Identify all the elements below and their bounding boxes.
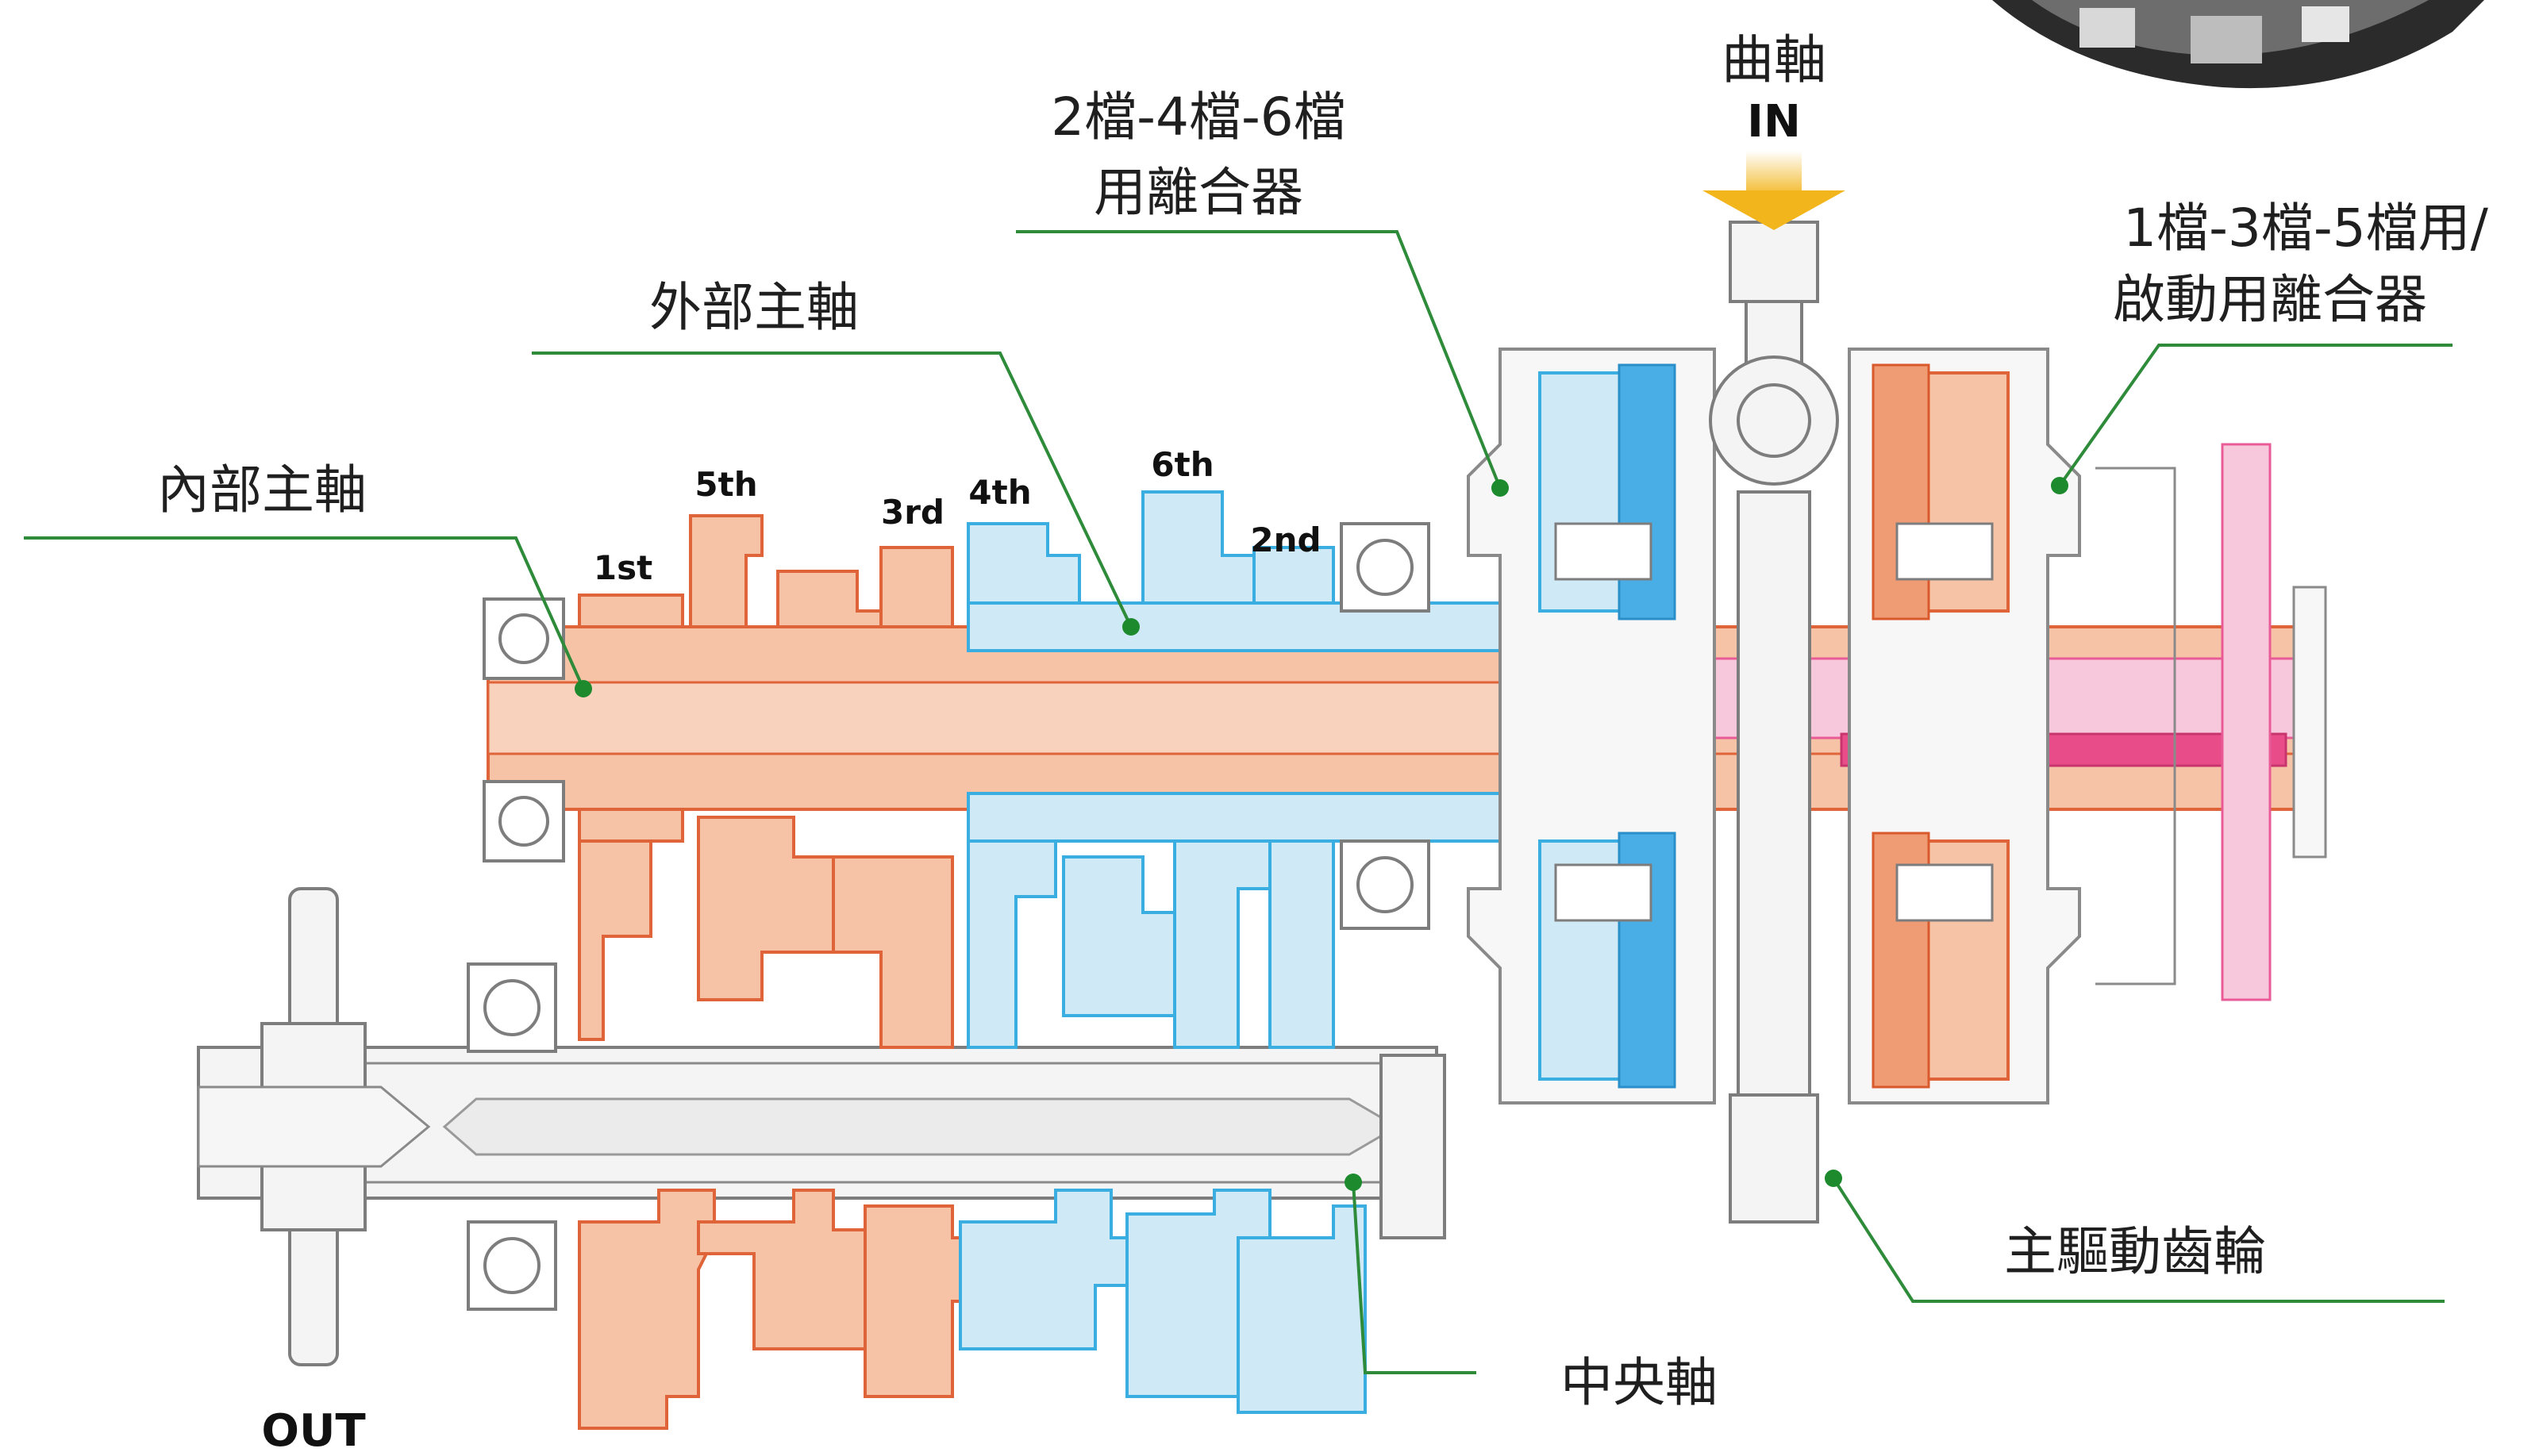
- engine-photo-fragment: [1992, 0, 2484, 89]
- clutch-135: [1848, 348, 2081, 1104]
- mainshaft-even-gears: [967, 490, 1335, 1049]
- mainshaft-odd-gears: [578, 514, 954, 1049]
- gear-label-2nd: 2nd: [1250, 521, 1321, 559]
- primary-drive-gear-label: 主驅動齒輪: [2004, 1221, 2266, 1282]
- clutch-246-line2: 用離合器: [1094, 162, 1303, 223]
- outer-mainshaft-label: 外部主軸: [649, 277, 859, 338]
- countershaft: [197, 1046, 1446, 1239]
- gear-label-4th: 4th: [968, 473, 1031, 512]
- output-shaft-flange: [197, 887, 431, 1366]
- clutch-246: [1467, 348, 1716, 1104]
- clutch-135-line1: 1檔-3檔-5檔用/: [2123, 198, 2489, 259]
- crank-title: 曲軸: [1722, 29, 1826, 90]
- gear-label-6th: 6th: [1151, 445, 1214, 484]
- crank-in: IN: [1747, 96, 1801, 148]
- countershaft-bearing-left: [467, 962, 557, 1311]
- gear-label-1st: 1st: [594, 548, 652, 587]
- clutch-135-line2: 啟動用離合器: [2113, 269, 2427, 330]
- labels: 曲軸 IN 2檔-4檔-6檔 用離合器 1檔-3檔-5檔用/ 啟動用離合器 外部…: [157, 29, 2489, 1456]
- primary-drive-gear: [1709, 221, 1839, 1224]
- input-arrow: [1702, 151, 1845, 230]
- countershaft-odd-gears: [578, 1189, 986, 1430]
- countershaft-label: 中央軸: [1560, 1352, 1718, 1413]
- gear-label-3rd: 3rd: [881, 493, 944, 532]
- right-housing: [2095, 467, 2327, 985]
- leader-lines: [24, 230, 2453, 1374]
- output-label: OUT: [261, 1405, 365, 1456]
- clutch-246-line1: 2檔-4檔-6檔: [1051, 86, 1346, 148]
- gear-label-5th: 5th: [694, 465, 757, 504]
- countershaft-even-gears: [959, 1189, 1367, 1414]
- inner-mainshaft-label: 內部主軸: [157, 459, 367, 521]
